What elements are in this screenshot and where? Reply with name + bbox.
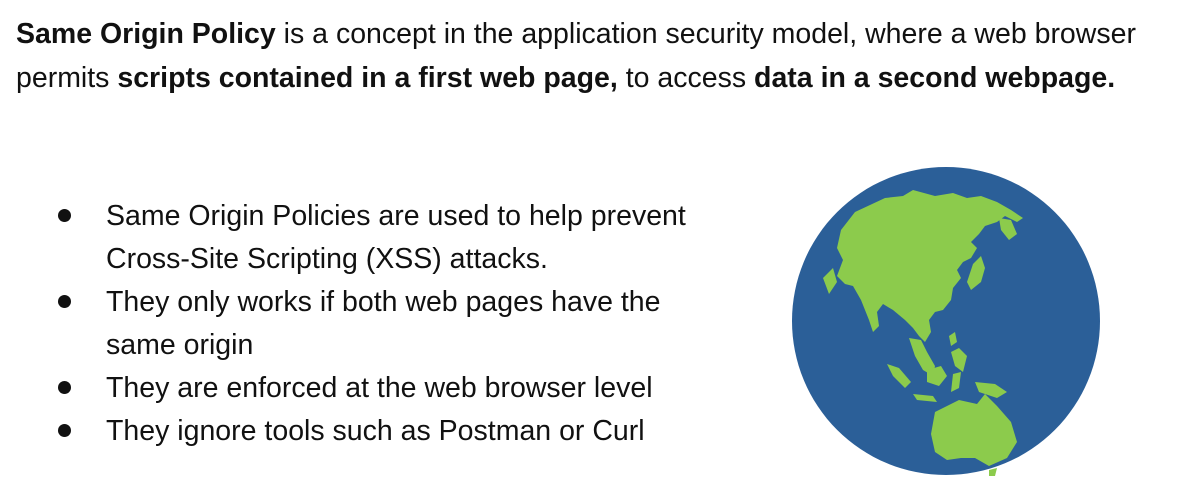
intro-bold-scripts: scripts contained in a first web page, — [117, 62, 618, 94]
globe-land — [823, 190, 1023, 476]
bullet-text: They are enforced at the web browser lev… — [106, 372, 653, 404]
bullet-text: They only works if both web pages have t… — [106, 286, 661, 361]
globe-asia-australia-icon — [792, 167, 1100, 476]
intro-bold-data: data in a second webpage. — [754, 62, 1116, 94]
land-java — [913, 394, 937, 402]
land-asia — [837, 190, 1023, 342]
bullet-dot-icon — [58, 295, 71, 308]
bullet-item: Same Origin Policies are used to help pr… — [52, 195, 732, 281]
land-new-guinea — [975, 382, 1007, 398]
intro-text-1: is a concept in the application security… — [16, 18, 1136, 94]
intro-term: Same Origin Policy — [16, 18, 276, 50]
bullet-item: They ignore tools such as Postman or Cur… — [52, 410, 732, 453]
land-borneo — [927, 366, 947, 386]
bullet-item: They only works if both web pages have t… — [52, 281, 732, 367]
bullet-dot-icon — [58, 381, 71, 394]
land-japan — [967, 256, 985, 290]
land-australia — [931, 394, 1017, 466]
land-taiwan — [949, 332, 957, 346]
intro-text-2: to access — [617, 62, 755, 94]
bullet-text: Same Origin Policies are used to help pr… — [106, 200, 686, 275]
land-philippines — [951, 348, 967, 372]
land-sumatra — [887, 364, 911, 388]
land-kamchatka — [999, 218, 1017, 240]
bullet-list: Same Origin Policies are used to help pr… — [52, 195, 732, 453]
land-sulawesi — [951, 372, 961, 392]
bullet-item: They are enforced at the web browser lev… — [52, 367, 732, 410]
intro-paragraph: Same Origin Policy is a concept in the a… — [16, 12, 1166, 100]
bullet-dot-icon — [58, 209, 71, 222]
land-tasmania — [989, 468, 997, 476]
bullet-text: They ignore tools such as Postman or Cur… — [106, 415, 645, 447]
bullet-dot-icon — [58, 424, 71, 437]
land-indochina — [909, 338, 935, 376]
land-western-edge — [823, 268, 837, 294]
